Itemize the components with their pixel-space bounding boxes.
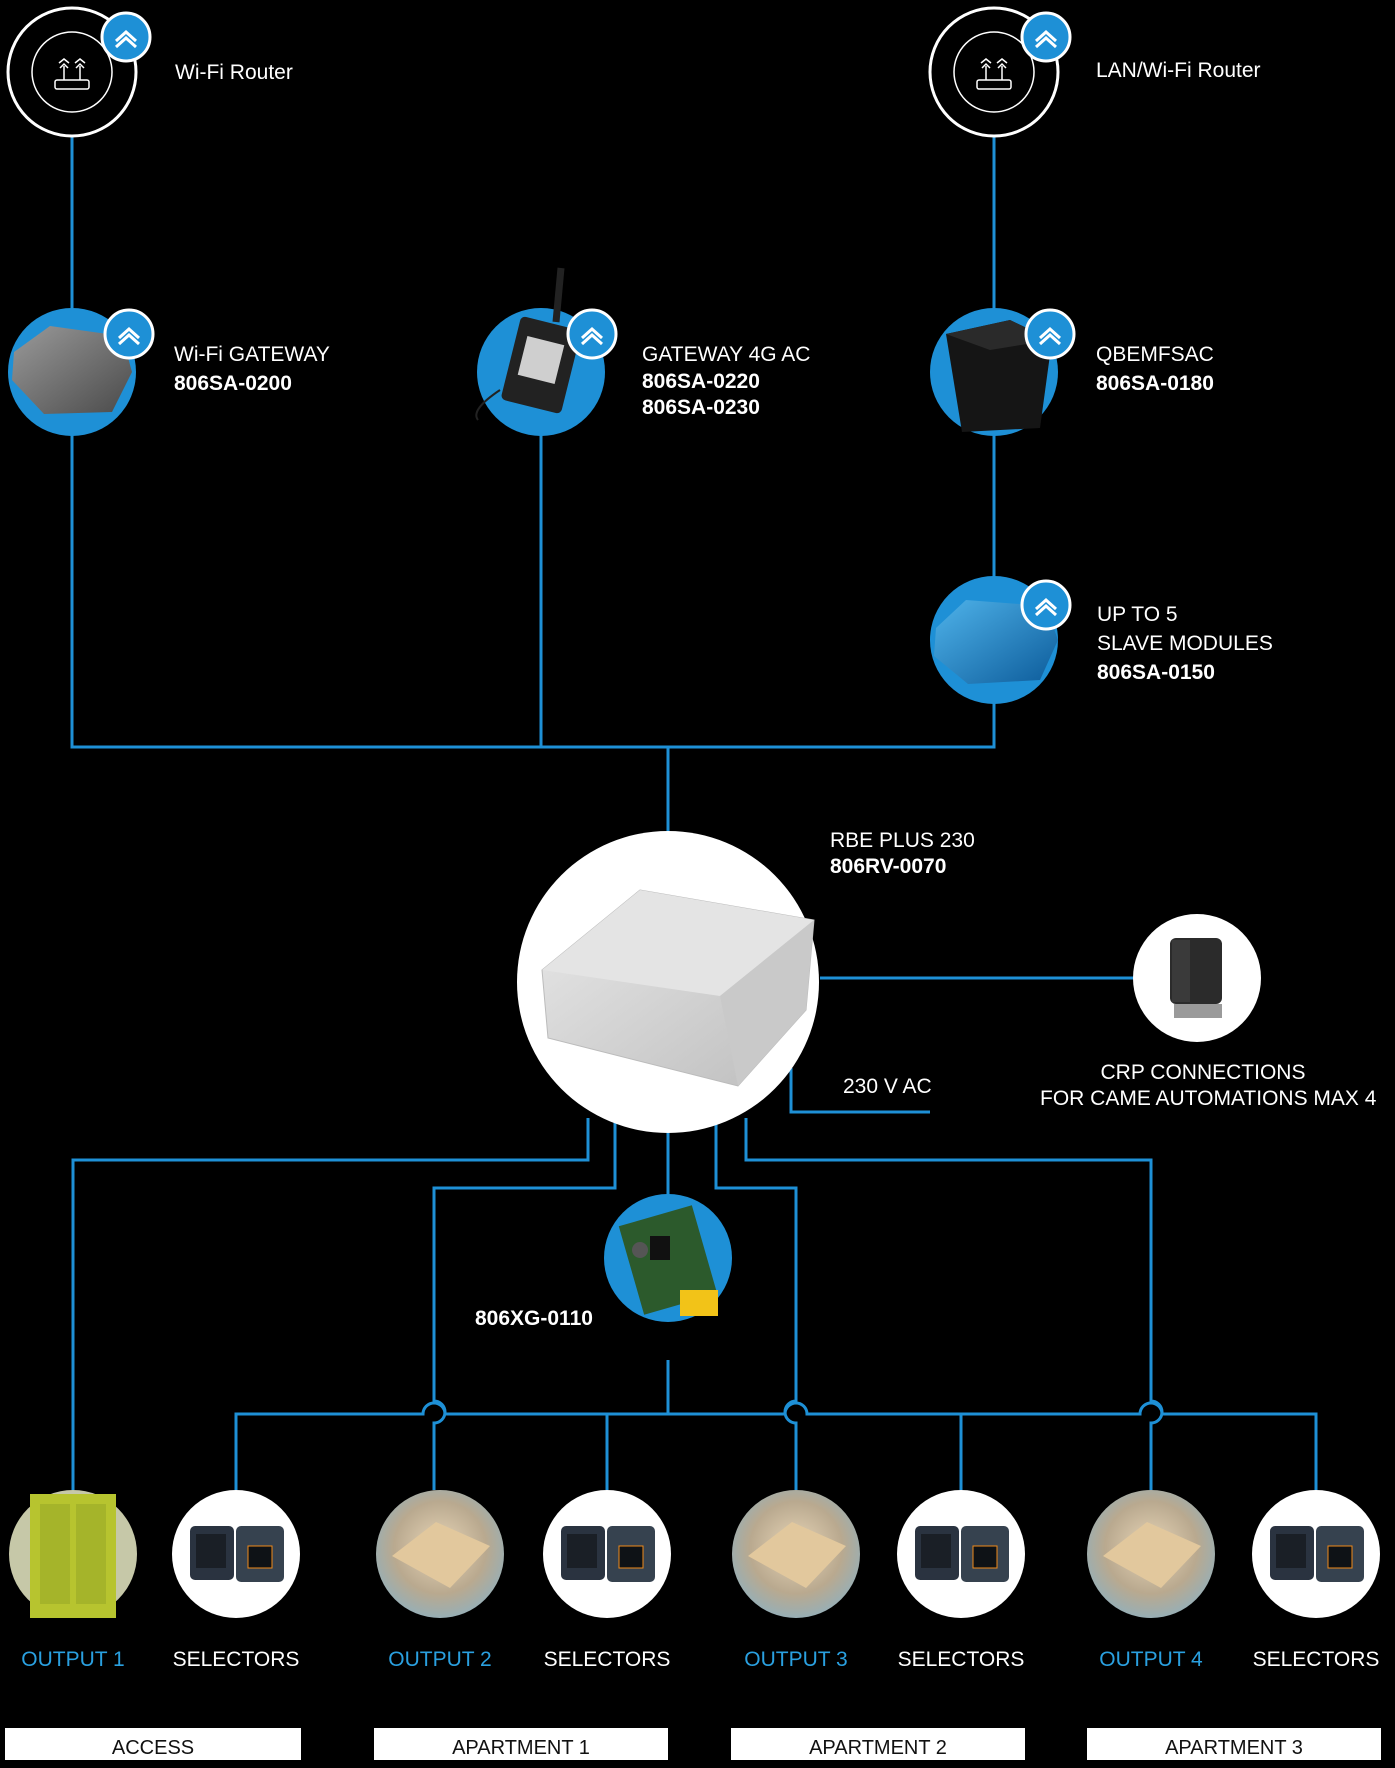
group-apartment-2: APARTMENT 2 [731, 1728, 1025, 1760]
gateway-device-image [12, 326, 132, 414]
expansion-board-node[interactable] [604, 1194, 732, 1322]
expansion-code: 806XG-0110 [475, 1307, 593, 1330]
group-apartment-3: APARTMENT 3 [1087, 1728, 1381, 1760]
chevron-badge-icon [1020, 11, 1072, 63]
chevron-badge-icon [1024, 308, 1076, 360]
gateway-4g-code-1: 806SA-0220 [642, 370, 760, 393]
apartment-image [392, 1522, 490, 1588]
output-4-apartment[interactable] [1087, 1490, 1215, 1618]
apartment-image [1103, 1522, 1201, 1588]
selectors-3-label: SELECTORS [897, 1648, 1025, 1671]
output-3-label: OUTPUT 3 [744, 1648, 848, 1671]
router-right-label: LAN/Wi-Fi Router [1096, 59, 1261, 82]
circuit-board-image [618, 1205, 718, 1316]
gateway-4g-name: GATEWAY 4G AC [642, 343, 811, 366]
wifi-gateway-name: Wi-Fi GATEWAY [174, 343, 330, 366]
wires [70, 132, 1318, 1490]
selectors-3[interactable] [897, 1490, 1025, 1618]
crp-automation-node[interactable] [1133, 914, 1261, 1042]
slave-line-1: UP TO 5 [1097, 603, 1178, 626]
selectors-image [561, 1526, 655, 1582]
selectors-image [915, 1526, 1009, 1582]
chevron-badge-icon [100, 11, 152, 63]
crp-line-2: FOR CAME AUTOMATIONS MAX 4 [1040, 1087, 1377, 1110]
lan-wifi-router-right[interactable] [928, 6, 1072, 138]
output-1-door[interactable] [9, 1490, 137, 1618]
group-apartment-1: APARTMENT 1 [374, 1728, 668, 1760]
chevron-badge-icon [566, 308, 618, 360]
qbemfsac-label: QBEMFSAC 806SA-0180 [1096, 340, 1214, 398]
selectors-image [190, 1526, 284, 1582]
selectors-4-label: SELECTORS [1252, 1648, 1380, 1671]
slave-line-2: SLAVE MODULES [1097, 632, 1273, 655]
rbe-plus-230-node[interactable] [517, 831, 819, 1133]
qbemfsac-name: QBEMFSAC [1096, 343, 1214, 366]
slave-modules-node[interactable] [930, 576, 1072, 704]
power-label: 230 V AC [843, 1075, 932, 1098]
selectors-4[interactable] [1252, 1490, 1380, 1618]
chevron-badge-icon [103, 308, 155, 360]
rbe-name: RBE PLUS 230 [830, 829, 975, 852]
output-4-label: OUTPUT 4 [1099, 1648, 1203, 1671]
automation-motor-image [1170, 938, 1222, 1018]
slave-code: 806SA-0150 [1097, 661, 1215, 684]
selectors-1-label: SELECTORS [172, 1648, 300, 1671]
wifi-router-icon [976, 58, 1012, 90]
wifi-gateway-code: 806SA-0200 [174, 372, 292, 395]
crp-line-1: CRP CONNECTIONS [1100, 1061, 1306, 1084]
selectors-2-label: SELECTORS [543, 1648, 671, 1671]
rbe-enclosure-image [541, 889, 815, 1087]
qbemfsac-node[interactable] [930, 308, 1076, 436]
wifi-router-left[interactable] [6, 6, 152, 138]
selectors-1[interactable] [172, 1490, 300, 1618]
rbe-label: RBE PLUS 230 806RV-0070 [830, 828, 975, 880]
router-left-label: Wi-Fi Router [175, 61, 293, 84]
slave-modules-label: UP TO 5 SLAVE MODULES 806SA-0150 [1097, 600, 1273, 687]
qbemfsac-code: 806SA-0180 [1096, 372, 1214, 395]
wifi-router-icon [54, 58, 90, 90]
gateway-4g-device-image [475, 267, 581, 421]
output-3-apartment[interactable] [732, 1490, 860, 1618]
output-1-label: OUTPUT 1 [21, 1648, 125, 1671]
wifi-gateway-node[interactable] [8, 308, 155, 436]
gateway-4g-code-2: 806SA-0230 [642, 396, 760, 419]
group-access: ACCESS [5, 1728, 301, 1760]
selectors-2[interactable] [543, 1490, 671, 1618]
expansion-label: 806XG-0110 [475, 1304, 593, 1333]
selectors-image [1270, 1526, 1364, 1582]
gateway-4g-node[interactable] [475, 267, 618, 436]
crp-label: CRP CONNECTIONS FOR CAME AUTOMATIONS MAX… [1040, 1060, 1377, 1112]
output-2-apartment[interactable] [376, 1490, 504, 1618]
wifi-gateway-label: Wi-Fi GATEWAY 806SA-0200 [174, 340, 330, 398]
gateway-4g-label: GATEWAY 4G AC 806SA-0220 806SA-0230 [642, 340, 810, 421]
output-2-label: OUTPUT 2 [388, 1648, 492, 1671]
rbe-code: 806RV-0070 [830, 855, 947, 878]
apartment-image [748, 1522, 846, 1588]
chevron-badge-icon [1020, 579, 1072, 631]
